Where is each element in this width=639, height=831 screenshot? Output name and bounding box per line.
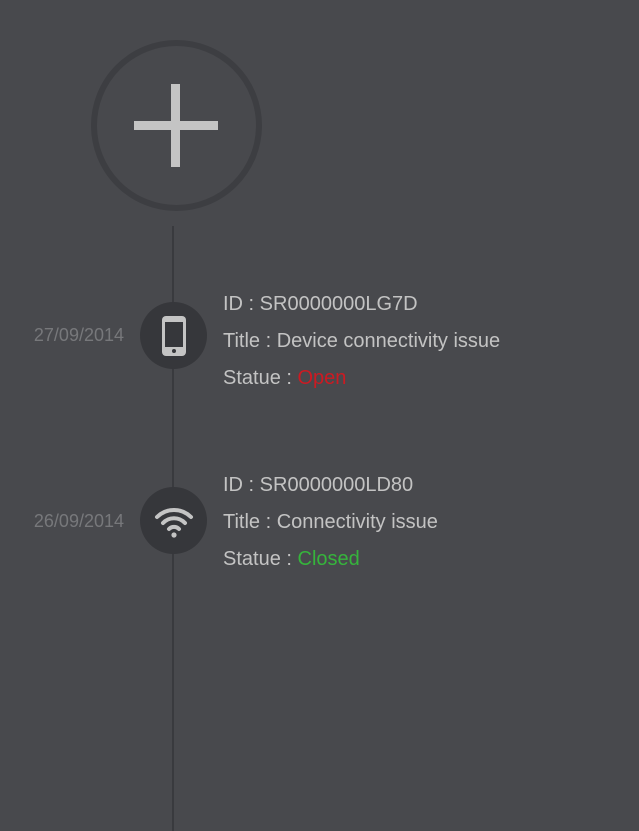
entry-title-row: Title : Device connectivity issue [223, 329, 500, 366]
status-label: Statue : [223, 548, 298, 570]
entry-date: 27/09/2014 [33, 325, 124, 345]
entry-id-row: ID : SR0000000LD80 [223, 473, 438, 510]
entry-id: SR0000000LG7D [259, 293, 418, 315]
entry-title: Connectivity issue [276, 511, 438, 533]
entry-date: 26/09/2014 [33, 511, 124, 531]
entry-icon-badge [140, 487, 207, 554]
status-label: Statue : [223, 367, 298, 389]
status-badge: Closed [297, 548, 360, 570]
entry-status-row: Statue : Closed [223, 547, 438, 584]
entry-details: ID : SR0000000LG7D Title : Device connec… [223, 292, 500, 403]
id-label: ID : [223, 474, 260, 496]
add-entry-button[interactable] [91, 40, 262, 211]
title-label: Title : [223, 330, 277, 352]
entry-icon-badge [140, 302, 207, 369]
phone-icon [161, 315, 186, 356]
wifi-icon [154, 507, 193, 538]
id-label: ID : [223, 293, 260, 315]
entry-details: ID : SR0000000LD80 Title : Connectivity … [223, 473, 438, 584]
entry-title-row: Title : Connectivity issue [223, 510, 438, 547]
status-badge: Open [297, 367, 347, 389]
title-label: Title : [223, 511, 277, 533]
entry-id-row: ID : SR0000000LG7D [223, 292, 500, 329]
entry-id: SR0000000LD80 [259, 474, 414, 496]
entry-title: Device connectivity issue [276, 330, 501, 352]
entry-status-row: Statue : Open [223, 366, 500, 403]
